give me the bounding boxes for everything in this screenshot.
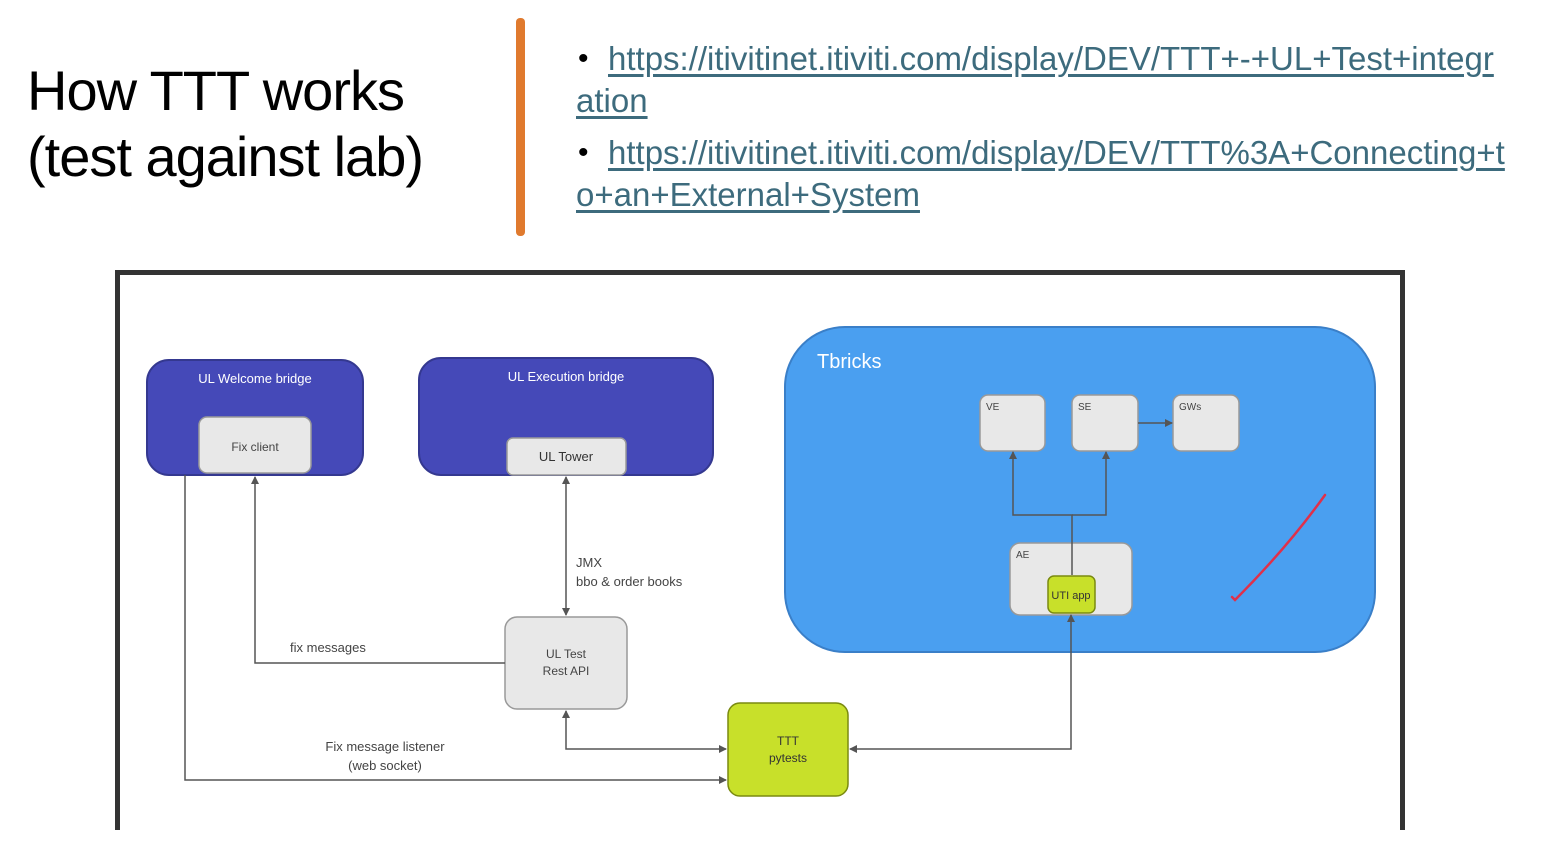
fix-client-box <box>198 416 312 474</box>
listener-label-2: (web socket) <box>348 758 422 773</box>
ul-tower-box <box>506 437 627 476</box>
link-ttt-ul-test-integration[interactable]: https://itivitinet.itiviti.com/display/D… <box>576 40 1494 119</box>
listener-label-1: Fix message listener <box>325 739 445 754</box>
fix-messages-arrow <box>251 476 505 664</box>
jmx-label-2: bbo & order books <box>576 574 683 589</box>
execution-bridge-label: UL Execution bridge <box>508 369 625 384</box>
bullet-icon: • <box>578 42 589 75</box>
link-item: • https://itivitinet.itiviti.com/display… <box>576 38 1506 122</box>
ul-test-label-1: UL Test <box>546 647 587 661</box>
se-label: SE <box>1078 402 1092 413</box>
ttt-label-1: TTT <box>777 734 800 748</box>
welcome-bridge-label: UL Welcome bridge <box>198 371 311 386</box>
gws-box <box>1172 394 1240 452</box>
uti-app-label: UTI app <box>1051 590 1090 602</box>
diagram-canvas: Tbricks UL Welcome bridge Fix client UL … <box>146 326 1376 797</box>
ttt-uti-app-arrow <box>849 614 1075 753</box>
ul-test-label-2: Rest API <box>543 664 590 678</box>
ttt-pytests-box <box>727 702 849 797</box>
rest-api-ttt-arrow <box>562 710 727 753</box>
fix-client-label: Fix client <box>231 440 279 454</box>
architecture-diagram: Tbricks UL Welcome bridge Fix client UL … <box>115 270 1405 830</box>
link-item: • https://itivitinet.itiviti.com/display… <box>576 132 1506 216</box>
link-ttt-connecting-external-system[interactable]: https://itivitinet.itiviti.com/display/D… <box>576 134 1505 213</box>
fix-messages-label: fix messages <box>290 640 366 655</box>
ttt-label-2: pytests <box>769 751 807 765</box>
fix-listener-arrow <box>184 475 727 784</box>
tbricks-label: Tbricks <box>817 351 881 373</box>
ul-test-rest-api-box <box>504 616 628 710</box>
slide-title: How TTT works (test against lab) <box>27 58 497 190</box>
title-line-2: (test against lab) <box>27 125 424 188</box>
jmx-label-1: JMX <box>576 555 602 570</box>
title-line-1: How TTT works <box>27 59 405 122</box>
bullet-icon: • <box>578 136 589 169</box>
ul-tower-label: UL Tower <box>539 449 594 464</box>
ae-to-se-arrow <box>1072 451 1110 516</box>
link-list: • https://itivitinet.itiviti.com/display… <box>576 38 1506 226</box>
orange-divider <box>516 18 525 236</box>
ae-to-ve-arrow <box>1009 451 1073 575</box>
uti-app-box <box>1047 575 1096 614</box>
ve-label: VE <box>986 402 1000 413</box>
gws-label: GWs <box>1179 402 1201 413</box>
ae-label: AE <box>1016 550 1030 561</box>
red-annotation-stroke <box>1230 493 1327 602</box>
